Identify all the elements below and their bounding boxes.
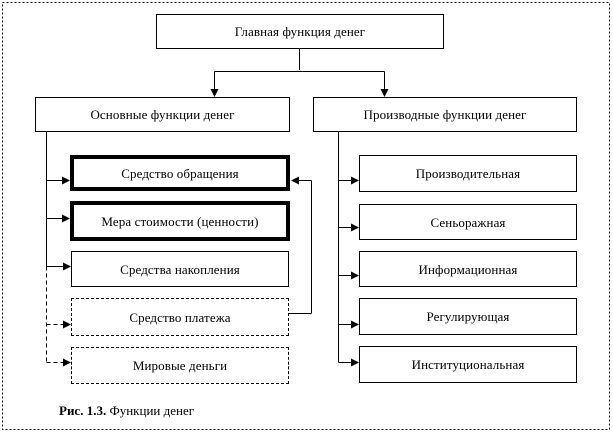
main-function-label: Главная функция денег: [234, 24, 366, 39]
basic-item-label: Мера стоимости (ценности): [101, 213, 259, 229]
basic-item-circulation: Средство обращения: [70, 155, 290, 191]
derived-item-label: Информационная: [418, 261, 518, 277]
derived-item-regulating: Регулирующая: [359, 298, 577, 335]
basic-item-label: Средства накопления: [120, 261, 240, 277]
derived-item-label: Производительная: [415, 166, 521, 181]
derived-item-label: Сеньоражная: [430, 214, 506, 230]
figure-caption: Рис. 1.3. Функции денег: [59, 403, 194, 419]
main-function-box: Главная функция денег: [156, 14, 444, 49]
figure-caption-text: Функции денег: [106, 403, 195, 418]
derived-functions-label: Производные функции денег: [363, 107, 527, 122]
basic-item-label: Средство обращения: [121, 165, 239, 181]
basic-item-world-money: Мировые деньги: [71, 347, 289, 384]
basic-item-accumulation: Средства накопления: [71, 251, 289, 287]
derived-item-label: Институциональная: [411, 357, 525, 372]
basic-functions-header: Основные функции денег: [35, 97, 290, 132]
derived-item-seigniorage: Сеньоражная: [359, 204, 577, 240]
derived-item-label: Регулирующая: [426, 309, 510, 324]
basic-item-measure: Мера стоимости (ценности): [70, 201, 290, 241]
basic-item-label: Средство платежа: [129, 309, 231, 325]
basic-functions-label: Основные функции денег: [90, 107, 235, 122]
derived-item-institutional: Институциональная: [359, 346, 577, 383]
figure-caption-prefix: Рис. 1.3.: [59, 403, 107, 418]
basic-item-payment: Средство платежа: [71, 298, 289, 336]
derived-item-productive: Производительная: [359, 155, 577, 192]
derived-functions-header: Производные функции денег: [313, 97, 577, 132]
derived-item-informational: Информационная: [359, 251, 577, 287]
basic-item-label: Мировые деньги: [132, 358, 228, 373]
